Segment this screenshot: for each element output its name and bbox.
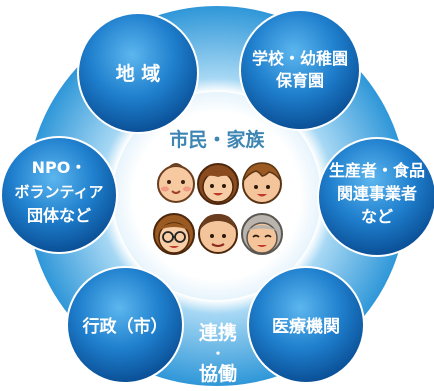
node-gakko-label-1: 学校・幼稚園	[252, 49, 348, 68]
node-iryo: 医療機関	[247, 266, 365, 384]
node-npo-label-3: 団体など	[27, 206, 91, 225]
node-chiiki-label: 地 域	[116, 62, 161, 85]
woman-with-glasses-face-icon	[153, 213, 195, 255]
node-seisansha: 生産者・食品 関連事業者 など	[317, 137, 434, 257]
node-gakko: 学校・幼稚園 保育園	[239, 9, 361, 131]
ring-label-line2: ・	[211, 347, 224, 362]
node-npo-label-1: NPO・	[32, 158, 87, 177]
grandmother-face-icon	[241, 213, 283, 255]
node-seisansha-label-3: など	[361, 207, 393, 226]
man-face-icon	[198, 214, 238, 254]
baby-face-icon	[157, 163, 195, 203]
node-gyosei: 行政（市）	[66, 266, 184, 384]
boy-face-icon	[242, 162, 282, 204]
center-title: 市民・家族	[169, 128, 265, 151]
node-iryo-label: 医療機関	[272, 316, 340, 337]
node-seisansha-label-2: 関連事業者	[337, 184, 417, 203]
family-faces	[153, 162, 283, 255]
node-chiiki: 地 域	[77, 12, 199, 134]
node-npo: NPO・ ボランティア 団体など	[0, 136, 118, 254]
girl-face-icon	[197, 163, 239, 205]
ring-label: 連携 ・ 協働	[199, 321, 237, 385]
ring-label-line1: 連携	[199, 321, 237, 344]
node-gyosei-label: 行政（市）	[82, 316, 168, 337]
node-gakko-label-2: 保育園	[275, 71, 324, 90]
node-npo-label-2: ボランティア	[14, 183, 103, 201]
node-seisansha-label-1: 生産者・食品	[329, 161, 425, 180]
ring-label-line3: 協働	[199, 362, 237, 385]
